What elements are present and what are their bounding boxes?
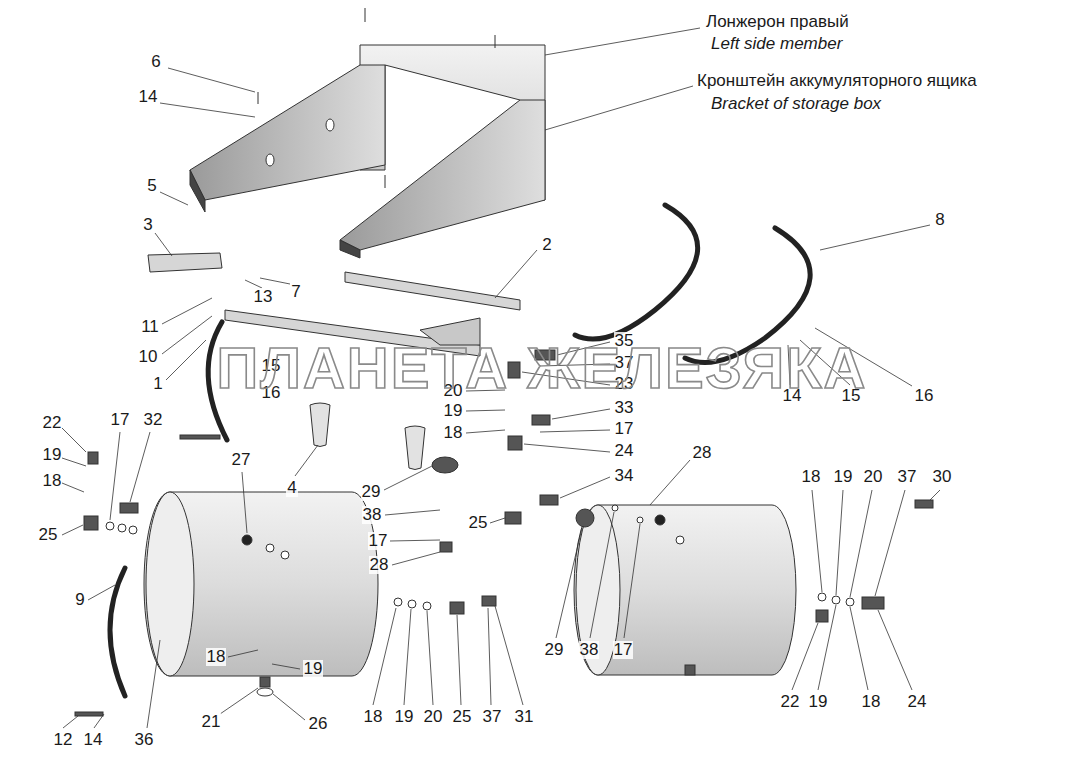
callout-number: 2 — [541, 236, 552, 255]
callout-number: 34 — [614, 467, 635, 486]
callout-number: 7 — [290, 283, 301, 302]
callout-number: 21 — [201, 713, 222, 732]
callout-number: 19 — [394, 708, 415, 727]
callout-number: 30 — [932, 468, 953, 487]
part-name: Лонжерон правый — [706, 13, 849, 32]
part-name-english: Left side member — [711, 35, 842, 54]
watermark: ПЛАНЕТА ЖЕЛЕЗЯКА — [217, 336, 868, 400]
callout-number: 37 — [482, 708, 503, 727]
leader-lines — [62, 28, 940, 728]
callout-number: 19 — [443, 402, 464, 421]
callout-number: 17 — [613, 641, 634, 660]
callout-number: 18 — [861, 693, 882, 712]
callout-number: 26 — [308, 715, 329, 734]
callout-number: 38 — [579, 641, 600, 660]
callout-number: 8 — [934, 211, 945, 230]
callout-number: 25 — [452, 708, 473, 727]
part-name-english: Bracket of storage box — [711, 95, 881, 114]
callout-number: 25 — [468, 514, 489, 533]
part-name: Кронштейн аккумуляторного ящика — [697, 72, 977, 91]
callout-number: 32 — [143, 411, 164, 430]
air-receivers — [144, 492, 796, 676]
callout-number: 36 — [134, 731, 155, 750]
callout-number: 37 — [897, 468, 918, 487]
callout-number: 12 — [53, 731, 74, 750]
battery-bracket — [190, 45, 545, 258]
callout-number: 10 — [138, 348, 159, 367]
callout-number: 19 — [808, 693, 829, 712]
callout-number: 13 — [253, 288, 274, 307]
callout-number: 22 — [42, 414, 63, 433]
callout-number: 27 — [231, 451, 252, 470]
callout-number: 28 — [369, 556, 390, 575]
callout-number: 17 — [614, 420, 635, 439]
callout-number: 17 — [110, 411, 131, 430]
callout-number: 38 — [362, 506, 383, 525]
callout-number: 29 — [544, 641, 565, 660]
callout-number: 19 — [833, 468, 854, 487]
callout-number: 19 — [303, 660, 324, 679]
callout-number: 33 — [614, 399, 635, 418]
callout-number: 18 — [443, 424, 464, 443]
callout-number: 1 — [152, 375, 163, 394]
callout-number: 29 — [361, 483, 382, 502]
callout-number: 17 — [368, 532, 389, 551]
callout-number: 18 — [206, 648, 227, 667]
callout-number: 18 — [801, 468, 822, 487]
callout-number: 20 — [423, 708, 444, 727]
callout-number: 24 — [907, 693, 928, 712]
callout-number: 19 — [42, 446, 63, 465]
callout-number: 24 — [614, 442, 635, 461]
callout-number: 4 — [286, 479, 297, 498]
callout-number: 9 — [74, 591, 85, 610]
callout-number: 14 — [138, 88, 159, 107]
callout-number: 31 — [514, 708, 535, 727]
callout-number: 20 — [863, 468, 884, 487]
callout-number: 3 — [142, 216, 153, 235]
callout-number: 5 — [146, 177, 157, 196]
fittings — [75, 350, 933, 716]
callout-number: 22 — [780, 693, 801, 712]
callout-number: 25 — [38, 526, 59, 545]
callout-number: 18 — [42, 472, 63, 491]
callout-number: 28 — [692, 444, 713, 463]
fasteners — [258, 8, 495, 188]
callout-number: 6 — [150, 53, 161, 72]
callout-number: 11 — [140, 318, 160, 337]
straps — [110, 205, 810, 696]
callout-number: 18 — [363, 708, 384, 727]
callout-number: 16 — [914, 387, 935, 406]
callout-number: 14 — [83, 731, 104, 750]
